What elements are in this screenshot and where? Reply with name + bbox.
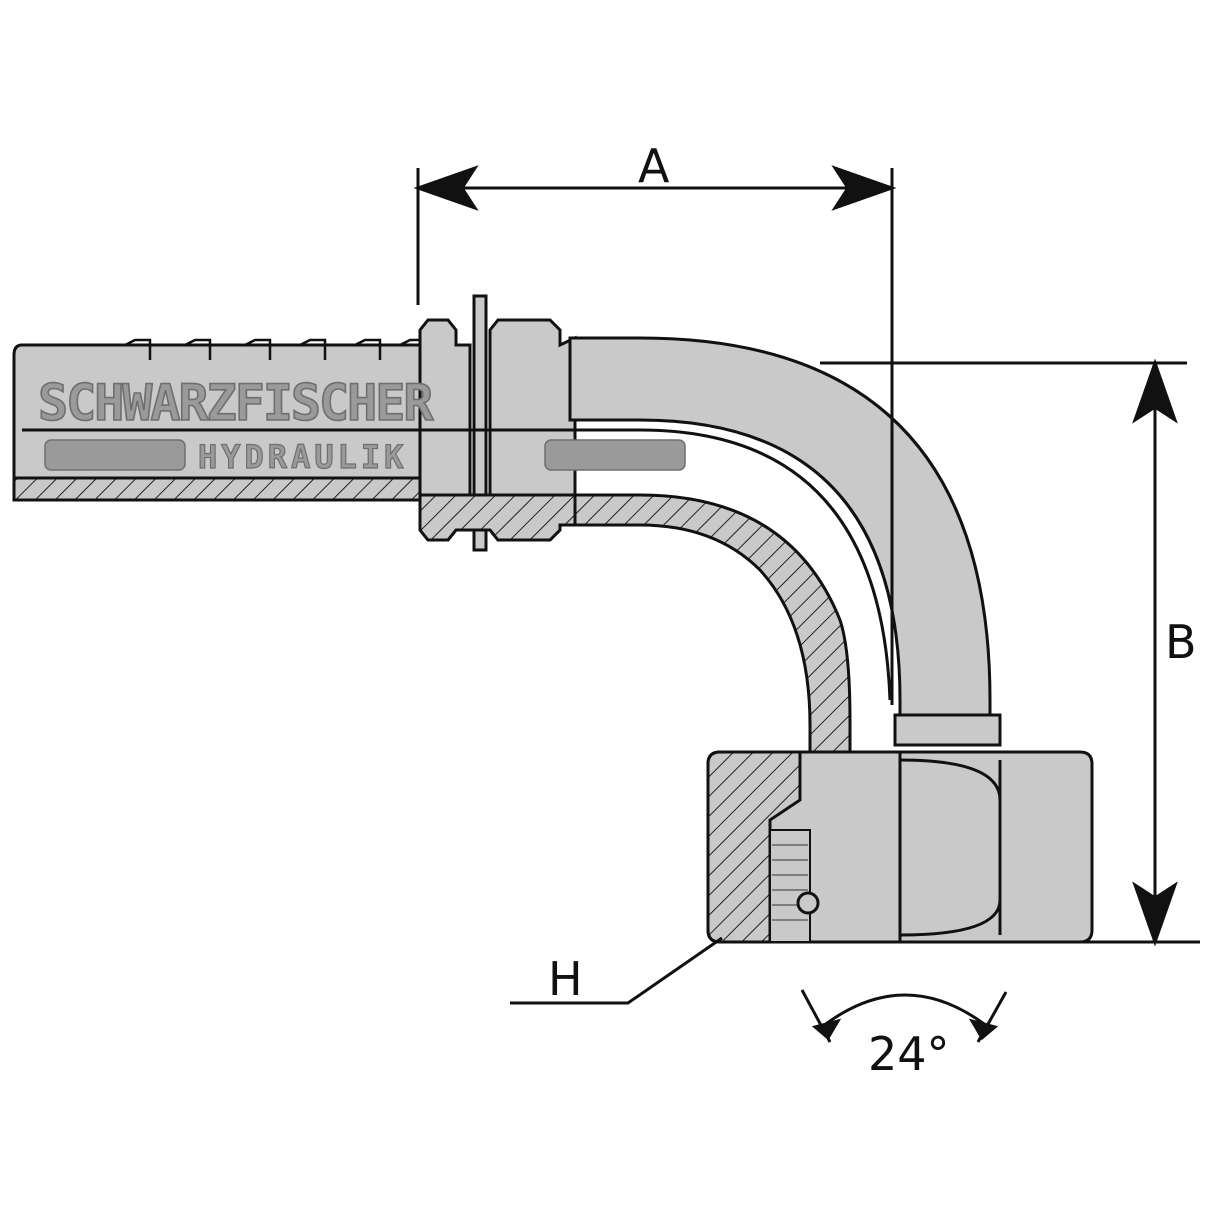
watermark-bar-left	[44, 439, 186, 471]
dimension-a	[413, 165, 897, 705]
watermark-line1: SCHWARZFISCHER	[38, 374, 434, 432]
dimension-b-label: B	[1165, 615, 1197, 669]
tail-section	[12, 476, 422, 502]
dimension-b	[820, 358, 1200, 947]
leader-h-label: H	[548, 952, 583, 1006]
nut-section	[706, 750, 802, 944]
retaining-ring	[472, 294, 488, 552]
leader-h	[510, 936, 723, 1005]
elbow	[568, 336, 992, 722]
barb-ridges	[124, 338, 420, 360]
o-ring	[796, 891, 820, 915]
neck	[893, 713, 1002, 747]
dimension-a-label: A	[638, 139, 670, 193]
angle-label: 24°	[868, 1027, 950, 1081]
watermark-bar-right	[544, 439, 686, 471]
collar-section	[418, 493, 577, 542]
watermark-line2: HYDRAULIK	[198, 438, 407, 476]
thread-bore	[769, 829, 811, 943]
watermark: SCHWARZFISCHER HYDRAULIK	[37, 373, 686, 477]
angle-dimension	[800, 989, 1008, 1043]
